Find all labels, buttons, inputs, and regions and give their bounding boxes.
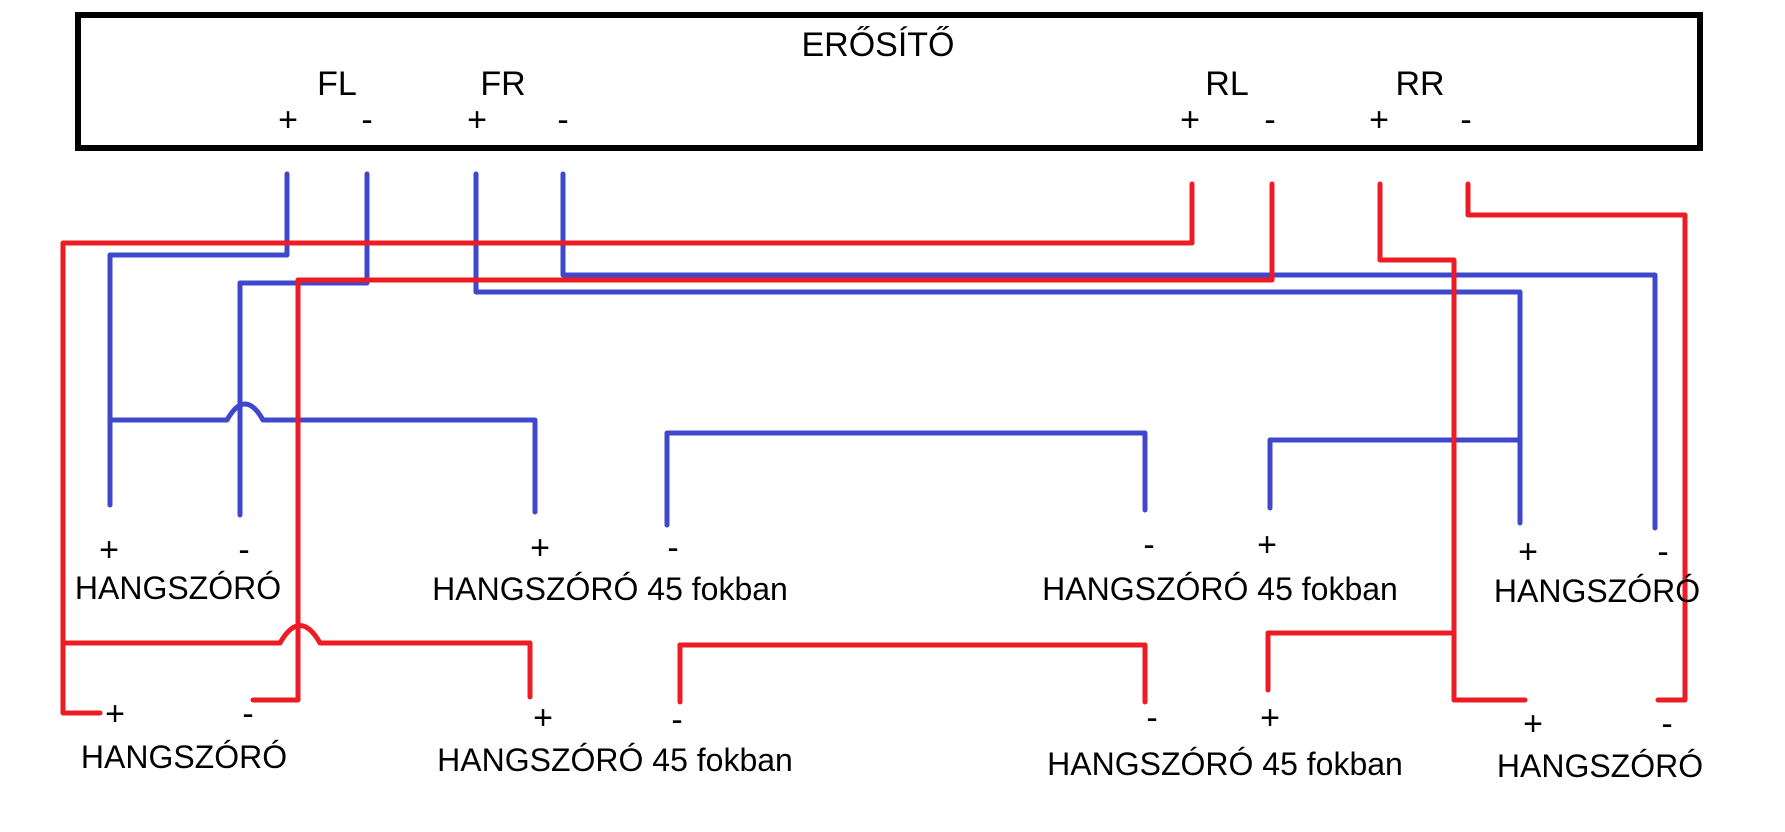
row1-sp3-label: HANGSZÓRÓ 45 fokban <box>1042 571 1398 607</box>
row2-sp2-sign-plus: + <box>533 699 553 737</box>
row2-sp2-sign-minus: - <box>671 701 683 739</box>
row2-sp2-label: HANGSZÓRÓ 45 fokban <box>437 742 793 778</box>
row2-sp4-sign-minus: - <box>1661 705 1673 743</box>
wire-rr-plus-branch <box>1265 630 1457 693</box>
wire-fr-plus <box>473 171 1523 526</box>
terminal-rl-plus: + <box>1180 101 1200 139</box>
wire-fl-plus <box>107 171 290 508</box>
wire-fl-plus-branch <box>107 401 538 515</box>
wire-fl-minus <box>237 171 370 518</box>
wire-rl-plus-branch <box>60 623 533 700</box>
row2-sp1-label: HANGSZÓRÓ <box>80 739 288 775</box>
wire-rl-minus <box>250 181 1275 703</box>
row1-sp4-sign-plus: + <box>1518 533 1538 571</box>
row2-sp4-sign-plus: + <box>1523 705 1543 743</box>
row1-sp3-sign-minus: - <box>1143 526 1155 564</box>
row1-sp2-sign-minus: - <box>667 529 679 567</box>
terminal-fr-minus: - <box>557 101 569 139</box>
channel-label-fl: FL <box>317 65 357 103</box>
channel-label-fr: FR <box>480 65 526 103</box>
row2-sp1-sign-minus: - <box>242 695 254 733</box>
row2-sp4-label: HANGSZÓRÓ <box>1496 748 1704 784</box>
wire-rr-plus <box>1377 181 1528 703</box>
wire-fr-plus-branch <box>1267 437 1523 511</box>
terminal-fr-plus: + <box>467 101 487 139</box>
row2-sp1-sign-plus: + <box>105 695 125 733</box>
terminal-rl-minus: - <box>1264 101 1276 139</box>
wire-rr-minus <box>1465 181 1688 703</box>
row1-sp2-sign-plus: + <box>530 529 550 567</box>
row1-sp1-sign-plus: + <box>99 531 119 569</box>
row2-sp3-sign-minus: - <box>1146 699 1158 737</box>
terminal-rr-plus: + <box>1369 101 1389 139</box>
terminal-rr-minus: - <box>1460 101 1472 139</box>
wire-fr-minus <box>560 171 1658 531</box>
row2-sp3-label: HANGSZÓRÓ 45 fokban <box>1047 746 1403 782</box>
amplifier-box <box>75 12 1703 151</box>
row1-sp2-label: HANGSZÓRÓ 45 fokban <box>432 571 788 607</box>
terminal-fl-plus: + <box>278 101 298 139</box>
row1-sp4-sign-minus: - <box>1657 533 1669 571</box>
row1-sp3-sign-plus: + <box>1257 526 1277 564</box>
wire-rear-series-link <box>677 642 1148 705</box>
wire-rl-plus <box>60 181 1195 716</box>
terminal-fl-minus: - <box>361 101 373 139</box>
row2-sp3-sign-plus: + <box>1260 699 1280 737</box>
amplifier-title: ERŐSÍTŐ <box>801 26 955 64</box>
channel-label-rl: RL <box>1205 65 1249 103</box>
channel-label-rr: RR <box>1395 65 1445 103</box>
row1-sp4-label: HANGSZÓRÓ <box>1493 573 1701 609</box>
row1-sp1-label: HANGSZÓRÓ <box>74 570 282 606</box>
wire-front-series-link <box>664 430 1148 528</box>
row1-sp1-sign-minus: - <box>238 531 250 569</box>
